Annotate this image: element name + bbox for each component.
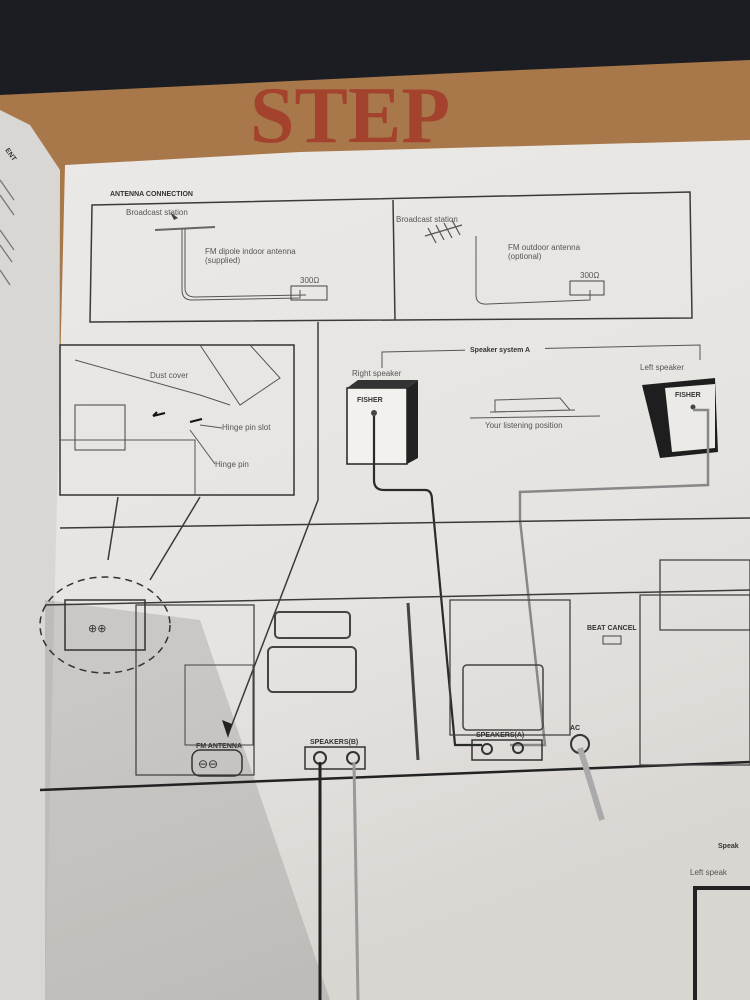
hinge-detail-circle xyxy=(39,576,171,674)
outdoor-antenna-optional: (optional) xyxy=(508,252,542,261)
hinge-inset: Dust cover Hinge pin slot Hinge pin xyxy=(59,344,295,496)
fm-antenna-terminal[interactable]: FM ANTENNA ⊖⊖ xyxy=(191,743,243,777)
right-speaker-label: Right speaker xyxy=(352,369,402,378)
outdoor-feeder-cable xyxy=(475,236,591,305)
left-speaker-label: Left speaker xyxy=(640,363,684,372)
cabinet-outline xyxy=(60,439,196,495)
indoor-antenna-label: FM dipole indoor antenna xyxy=(205,247,296,256)
fm-antenna-label: FM ANTENNA xyxy=(196,743,242,750)
leader-line-pin xyxy=(189,429,216,465)
left-page xyxy=(0,110,60,1000)
arrow-left-icon xyxy=(152,411,166,417)
outdoor-antenna-panel: Broadcast station FM outdoor antenna (op… xyxy=(396,215,605,305)
indoor-antenna-terminal xyxy=(290,285,328,301)
indoor-antenna-panel: Broadcast station FM dipole indoor anten… xyxy=(126,208,328,301)
leader-line-slot xyxy=(199,424,223,429)
hand-shadow xyxy=(45,600,330,1000)
outdoor-broadcast-station-label: Broadcast station xyxy=(396,215,458,224)
title-bg xyxy=(465,344,545,354)
left-page-text-lines xyxy=(0,179,15,286)
speakers-a-terminal[interactable]: SPEAKERS(A) xyxy=(471,732,543,761)
outdoor-antenna-terminal xyxy=(569,280,605,296)
hinge-pin-label: Hinge pin xyxy=(215,460,249,469)
broadcast-icon xyxy=(170,212,178,220)
indoor-terminal-label: 300Ω xyxy=(300,276,319,285)
next-left-speaker-drawing xyxy=(693,886,750,1000)
hinge-pin-slot-label: Hinge pin slot xyxy=(222,423,271,432)
feeder-cable-2 xyxy=(184,229,307,298)
antenna-frame xyxy=(89,191,693,323)
left-speaker: FISHER xyxy=(642,378,718,458)
inset-callout-lines xyxy=(107,496,201,581)
arrow-right-icon xyxy=(189,418,203,423)
antenna-divider xyxy=(392,199,396,321)
yagi-antenna-icon xyxy=(424,219,463,244)
beat-cancel-switch[interactable]: BEAT CANCEL xyxy=(587,625,637,645)
outdoor-antenna-label: FM outdoor antenna xyxy=(508,243,581,252)
next-section-left-speaker: Left speak xyxy=(690,868,728,877)
pointer-arrowhead-icon xyxy=(222,720,232,738)
ac-cord xyxy=(577,747,605,821)
speaker-system-title: Speaker system A xyxy=(470,347,530,354)
rear-panel xyxy=(39,517,750,792)
listening-position-label: Your listening position xyxy=(485,421,563,430)
left-speaker-brand: FISHER xyxy=(675,392,701,399)
next-section-title: Speak xyxy=(718,843,739,850)
feeder-cable xyxy=(181,229,301,301)
dipole-antenna xyxy=(154,226,216,231)
beat-cancel-label: BEAT CANCEL xyxy=(587,625,637,632)
fm-screw-icons: ⊖⊖ xyxy=(198,757,218,771)
right-speaker: FISHER xyxy=(346,380,418,465)
speakers-b-label: SPEAKERS(B) xyxy=(310,739,358,746)
indoor-antenna-supplied: (supplied) xyxy=(205,256,240,265)
antenna-section-title: ANTENNA CONNECTION xyxy=(110,191,193,198)
box-print: STEP xyxy=(250,72,450,160)
dust-cover-label: Dust cover xyxy=(150,371,189,380)
hinge-mechanism xyxy=(74,404,126,451)
hinge-bracket xyxy=(64,599,146,651)
right-speaker-cable xyxy=(372,416,482,747)
outdoor-terminal-label: 300Ω xyxy=(580,271,599,280)
manual-page xyxy=(45,140,750,1000)
antenna-pointer-line xyxy=(227,322,319,736)
terminal-screws-icon: ⊕⊕ xyxy=(88,622,106,635)
broadcast-station-label: Broadcast station xyxy=(126,208,188,217)
fisher-brand: FISHER xyxy=(357,397,383,404)
speakers-a-label: SPEAKERS(A) xyxy=(476,732,524,739)
listening-position: Your listening position xyxy=(469,397,601,430)
left-speaker-cable xyxy=(510,408,710,747)
speakers-b-cable-2 xyxy=(352,761,360,1000)
dust-cover-drawing xyxy=(74,344,281,406)
ac-label: AC xyxy=(570,725,580,732)
